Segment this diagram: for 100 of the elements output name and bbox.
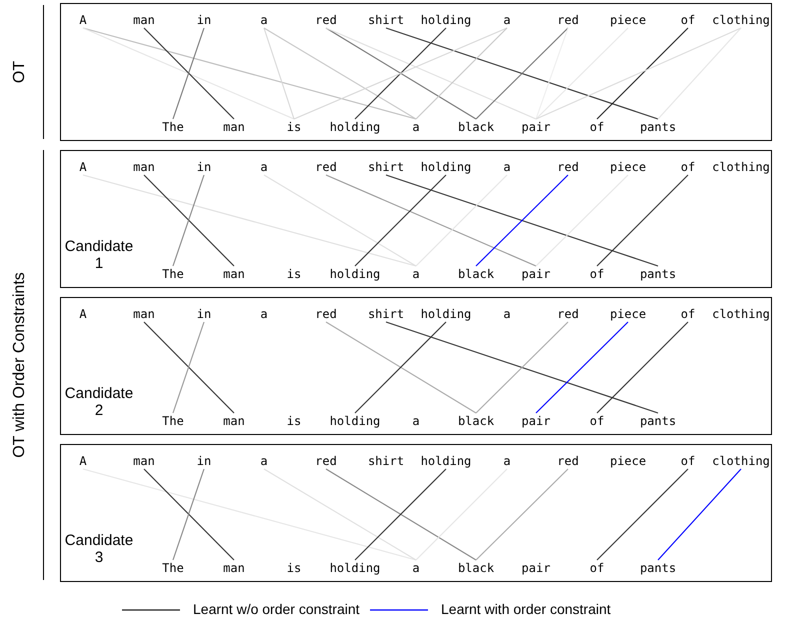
candidate-label: Candidate 1 <box>64 238 134 272</box>
word: A <box>79 160 87 174</box>
candidate-label: Candidate 3 <box>64 532 134 566</box>
alignment-line <box>386 321 658 414</box>
word: red <box>315 307 337 321</box>
word: in <box>196 160 212 174</box>
alignment-line <box>82 468 416 561</box>
word: is <box>286 561 302 575</box>
alignment-line <box>416 28 508 120</box>
alignment-line <box>476 28 568 120</box>
legend-label: Learnt with order constraint <box>441 601 611 617</box>
alignment-line <box>658 468 742 560</box>
word: holding <box>330 561 380 575</box>
word: pair <box>522 414 550 428</box>
side-label: OT <box>11 60 29 84</box>
word: shirt <box>368 13 404 27</box>
word: in <box>196 454 212 468</box>
word: is <box>286 414 302 428</box>
alignment-line <box>264 28 416 120</box>
word: piece <box>610 454 646 468</box>
alignment-line <box>386 27 658 120</box>
alignment-line <box>82 28 294 120</box>
word: pants <box>640 561 676 575</box>
word: of <box>590 120 604 134</box>
alignment-line <box>326 322 476 414</box>
alignment-line <box>82 27 416 120</box>
word: clothing <box>712 454 770 468</box>
alignment-line <box>354 322 446 414</box>
alignment-line <box>263 28 295 120</box>
word: The <box>162 561 184 575</box>
word: pants <box>640 120 676 134</box>
alignment-line <box>264 174 416 266</box>
word: pair <box>522 120 550 134</box>
word: red <box>315 13 337 27</box>
word: red <box>557 13 579 27</box>
word: holding <box>330 414 380 428</box>
word: holding <box>330 120 380 134</box>
word: man <box>223 414 245 428</box>
alignment-line <box>596 322 688 414</box>
word: piece <box>610 13 646 27</box>
alignment-line <box>476 174 568 266</box>
alignment-panel <box>60 3 772 141</box>
alignment-panel <box>60 444 772 582</box>
word: a <box>260 307 268 321</box>
word: shirt <box>368 160 404 174</box>
alignment-line <box>354 174 446 266</box>
word: in <box>196 13 212 27</box>
word: of <box>680 454 696 468</box>
word: is <box>286 120 302 134</box>
word: a <box>412 120 420 134</box>
alignment-line <box>326 28 536 120</box>
alignment-line <box>536 322 628 414</box>
word: a <box>503 307 511 321</box>
word: clothing <box>712 307 770 321</box>
alignment-line <box>144 28 234 120</box>
side-label: OT with Order Constraints <box>11 272 29 458</box>
alignment-line <box>596 174 688 266</box>
word: piece <box>610 160 646 174</box>
alignment-line <box>416 174 508 266</box>
word: a <box>503 160 511 174</box>
word: man <box>223 267 245 281</box>
word: holding <box>420 160 472 174</box>
word: a <box>412 561 420 575</box>
alignment-line <box>144 468 234 560</box>
alignment-line <box>416 468 508 560</box>
word: pair <box>522 561 550 575</box>
alignment-line <box>172 322 205 414</box>
alignment-line <box>536 174 628 266</box>
word: red <box>557 160 579 174</box>
word: a <box>503 454 511 468</box>
word: man <box>223 561 245 575</box>
alignment-line <box>476 468 568 560</box>
word: The <box>162 120 184 134</box>
word: shirt <box>368 454 404 468</box>
word: shirt <box>368 307 404 321</box>
alignment-panel <box>60 150 772 288</box>
word: man <box>133 160 155 174</box>
word: A <box>79 13 87 27</box>
legend-label: Learnt w/o order constraint <box>193 601 360 617</box>
word: holding <box>420 307 472 321</box>
word: The <box>162 267 184 281</box>
word: piece <box>610 307 646 321</box>
word: holding <box>420 454 472 468</box>
word: holding <box>420 13 472 27</box>
alignment-line <box>172 174 205 266</box>
word: pants <box>640 414 676 428</box>
word: clothing <box>712 160 770 174</box>
word: of <box>590 561 604 575</box>
word: a <box>412 267 420 281</box>
word: of <box>680 160 696 174</box>
word: of <box>590 414 604 428</box>
word: A <box>79 307 87 321</box>
alignment-line <box>354 28 446 120</box>
word: a <box>503 13 511 27</box>
alignment-line <box>536 28 628 120</box>
word: red <box>557 307 579 321</box>
word: holding <box>330 267 380 281</box>
word: pants <box>640 267 676 281</box>
alignment-line <box>535 28 569 120</box>
word: black <box>458 120 494 134</box>
